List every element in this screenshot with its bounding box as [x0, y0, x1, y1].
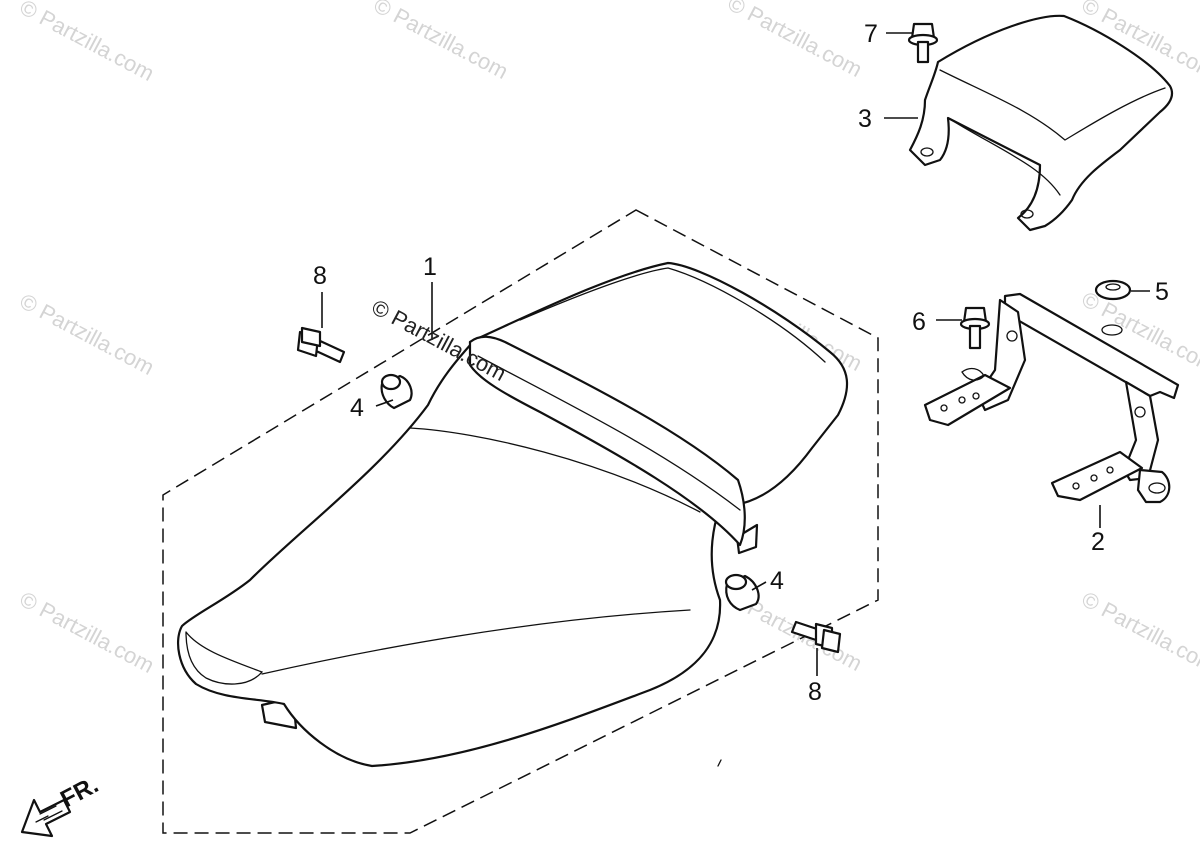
- bolt-bracket-shank: [968, 324, 982, 350]
- callout-5: 5: [1155, 278, 1169, 306]
- callout-1: 1: [423, 253, 437, 281]
- bolt-lower: [790, 620, 842, 654]
- bracket-foot-hole-1: [940, 404, 948, 412]
- seat-bracket: [923, 292, 1180, 504]
- callout-4-lower: 4: [770, 567, 784, 595]
- rear-cowl: [908, 14, 1174, 232]
- bracket-left-leg-hole: [1006, 330, 1018, 342]
- collar-lower: [724, 573, 760, 612]
- watermark: © Partzilla.com: [16, 288, 159, 380]
- collar-lower-end: [724, 573, 748, 591]
- callout-8-upper: 8: [313, 262, 327, 290]
- bolt-upper-head: [300, 326, 322, 348]
- bracket-tab-hole: [1148, 482, 1166, 494]
- arrow-icon: [20, 798, 72, 838]
- front-direction-arrow: FR.: [20, 771, 103, 838]
- arrow-hatch: [35, 805, 63, 823]
- seat-tab-rear: [735, 523, 759, 555]
- bracket-foot-hole-2: [958, 396, 966, 404]
- seat-surface-crease: [409, 427, 701, 513]
- bracket-foot-hole-6: [1106, 466, 1114, 474]
- callout-2: 2: [1091, 528, 1105, 556]
- bolt-upper: [296, 292, 346, 364]
- bracket-nut-weld: [961, 367, 985, 381]
- bolt-cowl-shank: [916, 40, 930, 64]
- bolt-bracket: [959, 306, 991, 350]
- nut: [1094, 279, 1132, 301]
- watermark: © Partzilla.com: [16, 586, 159, 678]
- nut-hole: [1105, 283, 1121, 291]
- watermark: © Partzilla.com: [370, 0, 513, 84]
- bolt-lower-head: [820, 628, 842, 654]
- watermark: © Partzilla.com: [1078, 586, 1200, 678]
- seat-pillion-crease: [519, 267, 826, 363]
- bracket-top-hole: [1101, 324, 1123, 336]
- bracket-foot-hole-3: [972, 392, 980, 400]
- bracket-right-leg-hole: [1134, 406, 1146, 418]
- callout-3: 3: [858, 105, 872, 133]
- callout-4-lower-leader: [751, 581, 767, 591]
- seat-strap-band-line: [477, 355, 741, 511]
- collar-upper-end: [380, 373, 402, 391]
- callout-7: 7: [864, 20, 878, 48]
- callout-4-upper: 4: [350, 394, 364, 422]
- bracket-tab: [1136, 468, 1171, 504]
- bracket-foot-hole-4: [1072, 482, 1080, 490]
- callout-4-upper-leader: [375, 399, 394, 407]
- seat-strap-band: [468, 335, 746, 547]
- bracket-foot-hole-5: [1090, 474, 1098, 482]
- seat-front-lip: [185, 631, 264, 685]
- rear-cowl-side-edge: [947, 117, 1061, 196]
- bolt-cowl: [907, 22, 939, 64]
- callout-8-lower: 8: [808, 678, 822, 706]
- stray-mark: [717, 759, 722, 767]
- rear-cowl-mount-hole-right: [1020, 209, 1034, 219]
- assembly-boundary: [162, 209, 879, 834]
- rear-cowl-top-edge: [939, 69, 1166, 141]
- watermark: © Partzilla.com: [724, 0, 867, 82]
- rear-cowl-body: [908, 14, 1174, 232]
- seat-side-crease: [261, 609, 691, 675]
- seat: [176, 261, 849, 768]
- watermark: © Partzilla.com: [16, 0, 159, 86]
- callout-6: 6: [912, 308, 926, 336]
- collar-upper: [380, 373, 413, 410]
- rear-cowl-mount-hole-left: [920, 147, 934, 157]
